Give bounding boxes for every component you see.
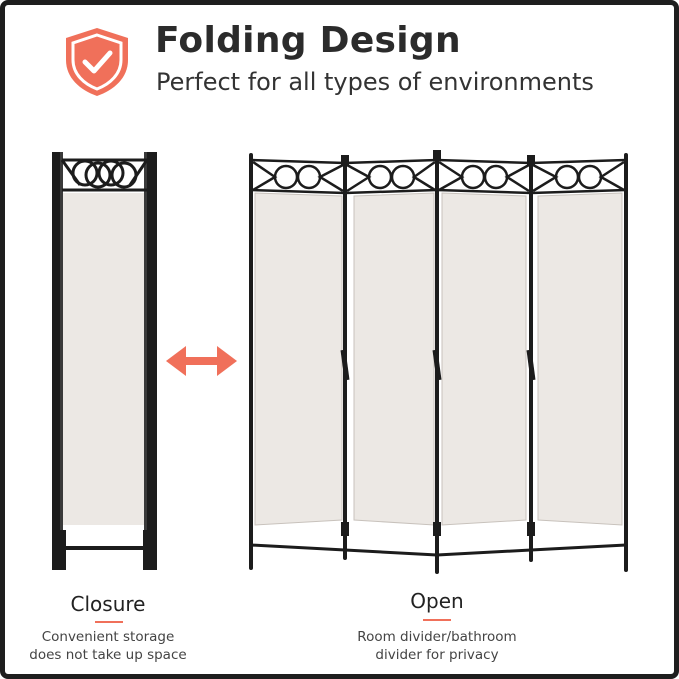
open-caption-title: Open — [410, 589, 464, 613]
page-title: Folding Design — [155, 20, 461, 61]
closure-caption-underline — [95, 621, 123, 623]
closure-caption-line2: does not take up space — [29, 647, 187, 663]
folded-divider — [52, 152, 158, 570]
closure-caption-title: Closure — [70, 592, 146, 616]
open-divider — [249, 150, 628, 574]
open-caption-underline — [423, 619, 451, 621]
double-arrow-icon — [166, 346, 237, 376]
page-subtitle: Perfect for all types of environments — [156, 68, 594, 96]
closure-caption-line1: Convenient storage — [41, 629, 175, 645]
open-caption-line2: divider for privacy — [375, 647, 499, 663]
open-caption-line1: Room divider/bathroom — [357, 629, 517, 645]
shield-check-icon — [66, 28, 128, 96]
